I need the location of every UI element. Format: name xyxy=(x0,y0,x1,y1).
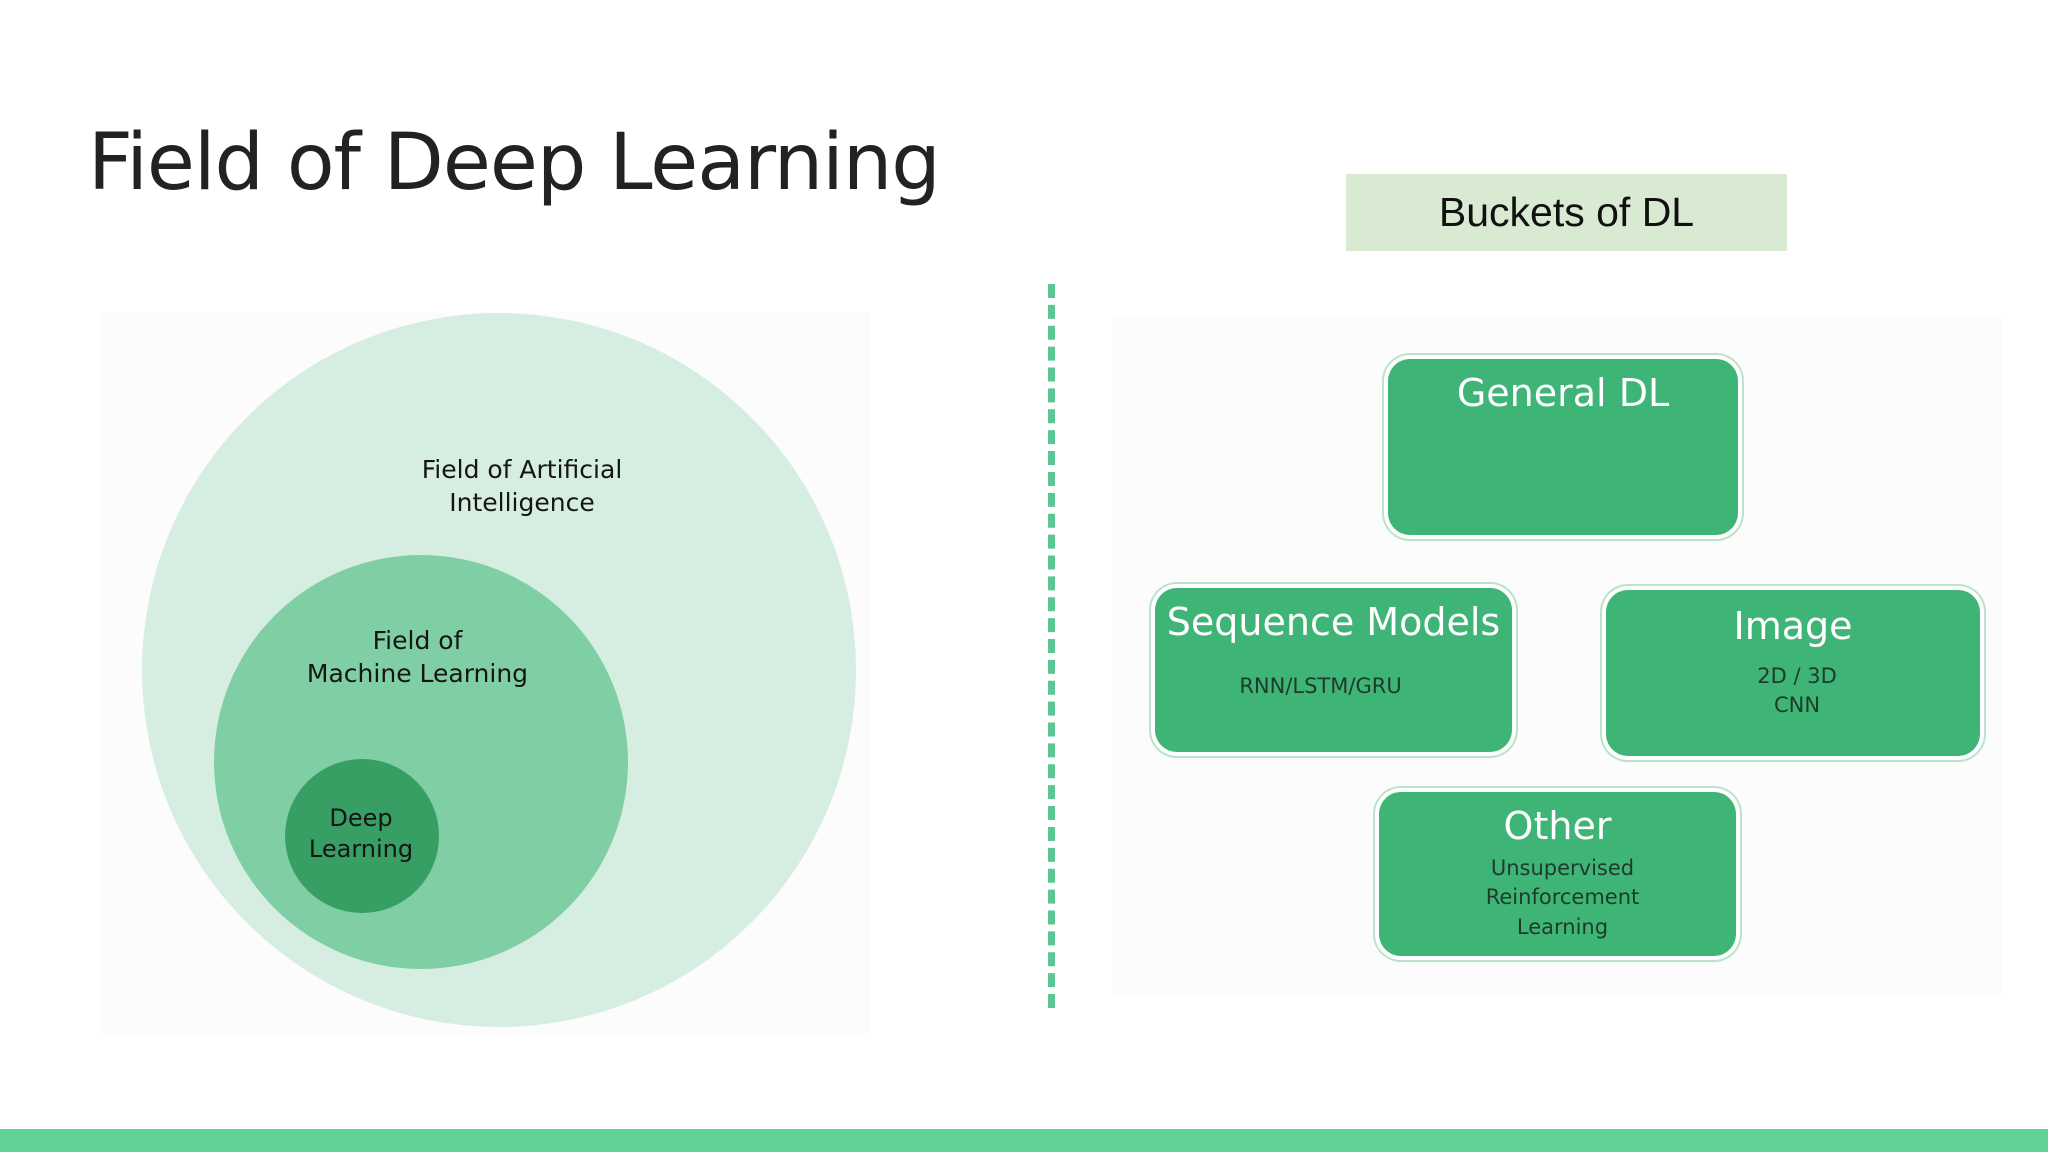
bucket-title: General DL xyxy=(1456,371,1670,415)
buckets-header: Buckets of DL xyxy=(1346,174,1787,251)
bucket-subtitle: 2D / 3D CNN xyxy=(1757,664,1837,718)
page-title: Field of Deep Learning xyxy=(88,118,941,208)
bucket-other: Other Unsupervised Reinforcement Learnin… xyxy=(1379,792,1736,956)
bucket-subtitle: Unsupervised Reinforcement Learning xyxy=(1485,856,1640,939)
ml-circle-label: Field of Machine Learning xyxy=(306,626,529,688)
bucket-image: Image 2D / 3D CNN xyxy=(1606,590,1980,756)
dl-circle xyxy=(285,759,439,913)
ai-circle-label: Field of Artificial Intelligence xyxy=(421,455,623,517)
ml-circle xyxy=(214,555,628,969)
bucket-sequence-models: Sequence Models RNN/LSTM/GRU xyxy=(1155,588,1512,752)
dashed-divider xyxy=(1048,284,1055,1008)
bucket-general-dl: General DL xyxy=(1388,359,1738,535)
bucket-title: Sequence Models xyxy=(1166,600,1501,644)
dl-circle-label: Deep Learning xyxy=(308,804,414,864)
bucket-title: Other xyxy=(1503,804,1612,848)
bucket-title: Image xyxy=(1733,604,1853,648)
accent-bar xyxy=(0,1129,2048,1152)
bucket-subtitle: RNN/LSTM/GRU xyxy=(1239,674,1402,698)
